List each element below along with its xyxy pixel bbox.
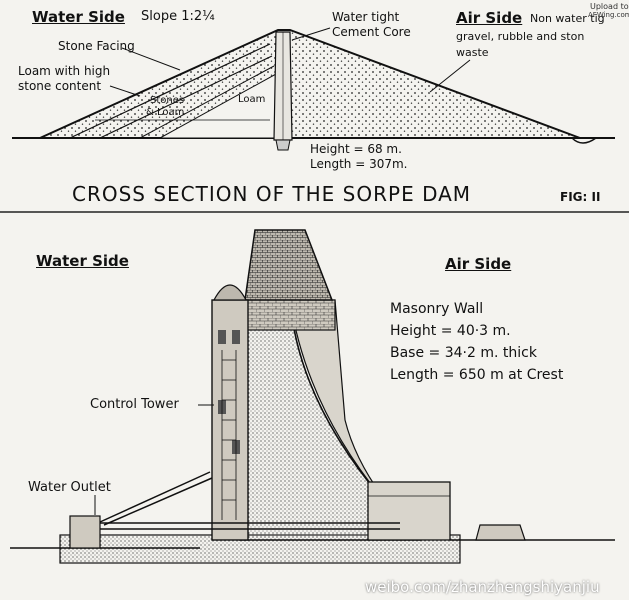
loam-label: Loam — [238, 94, 266, 105]
spec-masonry-wall: Masonry Wall — [390, 301, 484, 317]
core-label-line2: Cement Core — [332, 25, 411, 39]
control-tower-label: Control Tower — [90, 397, 179, 412]
loam-high-stone-label-line1: Loam with high — [18, 64, 111, 78]
top-length-label: Length = 307m. — [310, 157, 408, 171]
figure-title: CROSS SECTION OF THE SORPE DAM — [72, 182, 472, 206]
top-height-label: Height = 68 m. — [310, 142, 402, 156]
spec-base: Base = 34·2 m. thick — [390, 345, 537, 361]
core-label-line1: Water tight — [332, 10, 400, 24]
bottom-water-side-label: Water Side — [36, 252, 129, 270]
figure-number: FIG: II — [560, 190, 601, 204]
weibo-watermark: weibo.com/zhanzhengshiyanjiu — [365, 578, 600, 596]
bottom-air-side-label: Air Side — [445, 255, 512, 273]
top-water-side-label: Water Side — [32, 8, 125, 26]
slope-label: Slope 1:2¼ — [141, 9, 215, 24]
stones-loam-label-line1: Stones — [150, 95, 185, 106]
upload-watermark-line1: Upload to — [590, 2, 629, 11]
air-side-note-line2: gravel, rubble and ston — [456, 30, 585, 43]
crest-structure — [244, 229, 334, 301]
upload-watermark-line2: AFWing.com — [588, 11, 629, 19]
air-side-note-line1: Non water tig — [530, 12, 605, 25]
stones-loam-label-line2: & Loam — [146, 107, 185, 118]
stone-facing-label: Stone Facing — [58, 39, 135, 53]
spec-length: Length = 650 m at Crest — [390, 367, 564, 383]
dam-embankment — [39, 29, 581, 139]
top-air-side-label: Air Side — [456, 9, 523, 27]
loam-high-stone-label-line2: stone content — [18, 79, 102, 93]
spec-height: Height = 40·3 m. — [390, 323, 511, 339]
water-outlet-structure — [69, 515, 101, 549]
air-side-note-line3: waste — [456, 46, 489, 59]
power-house — [367, 481, 451, 541]
water-outlet-label: Water Outlet — [28, 480, 111, 495]
